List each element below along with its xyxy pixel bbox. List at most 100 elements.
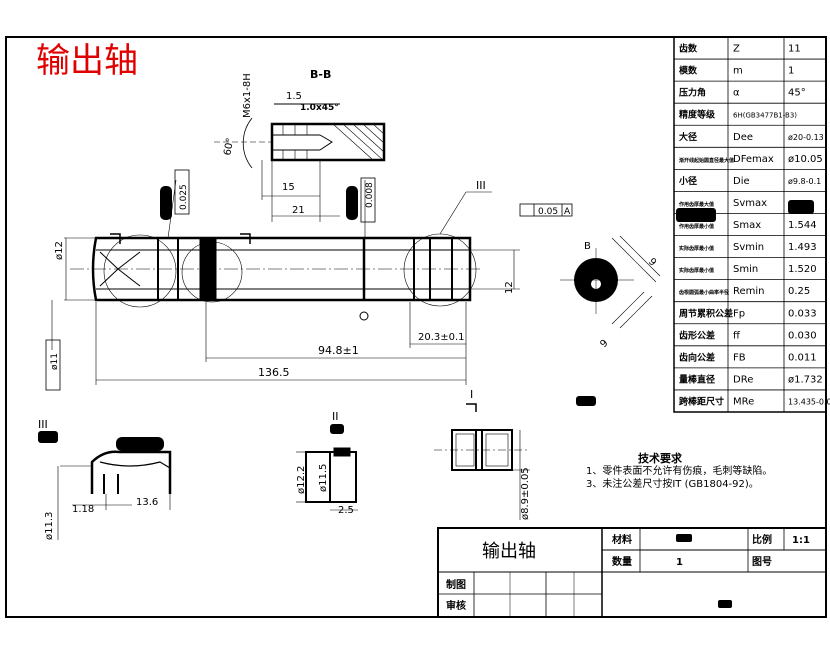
- param-value: ø20-0.13: [788, 133, 824, 142]
- section-b-view: B 9 9 0.05 A: [519, 203, 661, 350]
- param-value: 0.011: [788, 352, 817, 363]
- detail-III: III 13.6 1.18 ø11.3: [38, 418, 172, 540]
- param-name: 跨棒距尺寸: [679, 396, 724, 408]
- dim-94-8: 94.8±1: [318, 344, 359, 357]
- param-symbol: Z: [733, 44, 740, 55]
- param-symbol: DRe: [733, 374, 753, 385]
- dim-15: 15: [282, 182, 295, 193]
- param-name: 作用齿厚最大值: [679, 201, 714, 208]
- dim-12-2: ø12.2: [296, 466, 307, 494]
- param-name: 量棒直径: [679, 373, 715, 385]
- thread-label: M6x1-8H: [242, 73, 253, 118]
- param-name: 齿形公差: [679, 329, 715, 341]
- detail-II: II ø12.2 ø11.5 2.5: [296, 410, 358, 516]
- param-symbol: Die: [733, 176, 750, 187]
- param-value: 13.435-0.0: [788, 398, 830, 407]
- param-name: 作用齿厚最小值: [679, 223, 714, 230]
- dim-11-5: ø11.5: [318, 464, 329, 492]
- param-value: 1.493: [788, 242, 817, 253]
- notes-heading: 技术要求: [638, 451, 683, 465]
- redaction-marks: [38, 186, 814, 608]
- param-value: 11: [788, 44, 801, 55]
- param-symbol: MRe: [733, 397, 754, 408]
- param-name: 齿向公差: [679, 351, 715, 363]
- param-value: 1.544: [788, 220, 817, 231]
- dim-136-5: 136.5: [258, 366, 290, 379]
- dim-12-right: 12: [504, 281, 515, 294]
- dim-8-9: ø8.9±0.05: [520, 467, 531, 520]
- sheet-border: [5, 36, 827, 618]
- runout-tol: 0.025: [179, 184, 189, 210]
- param-name: 周节累积公差: [679, 307, 733, 319]
- param-name: 压力角: [679, 87, 706, 99]
- titleblock-qty-value: 1: [676, 557, 683, 568]
- dim-dia12: ø12: [54, 241, 65, 260]
- detail-II-label: II: [332, 410, 339, 423]
- detail-I: I ø8.9±0.05: [434, 388, 531, 520]
- detail-III-label: III: [38, 418, 48, 431]
- dim-20-3: 20.3±0.1: [418, 332, 465, 343]
- param-symbol: Svmin: [733, 242, 764, 253]
- section-b-label: B: [584, 241, 591, 252]
- titleblock-checker-label: 审核: [446, 599, 466, 612]
- drawing-title: 输出轴: [36, 41, 138, 81]
- param-symbol: Fp: [733, 308, 745, 319]
- param-name: 模数: [679, 65, 698, 77]
- param-symbol: FB: [733, 352, 746, 363]
- titleblock-drawno-label: 图号: [752, 556, 772, 568]
- param-name: 齿数: [679, 43, 698, 55]
- zone-III-label: III: [476, 179, 486, 192]
- dim-11-3: ø11.3: [44, 512, 55, 540]
- angle-60: 60°: [222, 137, 236, 156]
- param-value: 1: [788, 66, 794, 77]
- param-symbol: α: [733, 88, 740, 99]
- param-name: 小径: [678, 175, 697, 187]
- param-symbol: Smin: [733, 264, 758, 275]
- dim-1-5: 1.5: [286, 91, 302, 102]
- param-name: 实际齿厚最小值: [679, 267, 714, 274]
- titleblock-qty-label: 数量: [612, 555, 632, 568]
- param-symbol: Remin: [733, 286, 765, 297]
- dim-9-lower: 9: [598, 338, 610, 350]
- param-symbol: Dee: [733, 132, 753, 143]
- detail-I-label: I: [470, 388, 473, 401]
- dim-21: 21: [292, 205, 305, 216]
- dim-2-5: 2.5: [338, 505, 354, 516]
- titleblock-scale-label: 比例: [752, 533, 772, 546]
- param-value: 45°: [788, 88, 806, 99]
- round-dia: ø11: [50, 353, 60, 370]
- param-symbol: Svmax: [733, 198, 767, 209]
- technical-notes: 技术要求 1、零件表面不允许有伤痕，毛刺等缺陷。 3、未注公差尺寸按IT (GB…: [586, 451, 772, 490]
- titleblock-name: 输出轴: [482, 541, 536, 562]
- titleblock-drawer-label: 制图: [446, 578, 466, 591]
- param-symbol: Smax: [733, 220, 761, 231]
- param-name: 渐开线起始圆直径最大值: [679, 157, 734, 164]
- section-label: B-B: [310, 68, 331, 81]
- param-symbol: ff: [733, 330, 741, 341]
- titleblock-scale-value: 1:1: [792, 535, 810, 546]
- notes-line-1: 1、零件表面不允许有伤痕，毛刺等缺陷。: [586, 464, 772, 477]
- sym-ref: A: [564, 207, 571, 217]
- param-value: ø9.8-0.1: [788, 177, 821, 186]
- param-name: 大径: [679, 131, 697, 143]
- param-symbol: 6H(GB3477B1-B3): [733, 112, 797, 120]
- param-symbol: DFemax: [733, 154, 774, 165]
- perp-tol: 0.008: [365, 182, 375, 208]
- section-bb: B-B M6x1-8H 1.5 1.0x45° 60° 15 21: [214, 68, 386, 222]
- notes-line-2: 3、未注公差尺寸按IT (GB1804-92)。: [586, 477, 759, 490]
- param-value: 0.030: [788, 330, 817, 341]
- param-name: 实际齿厚最小值: [679, 245, 714, 252]
- shaft-main-view: ø12 136.5 94.8±1 20.3±0.1 12 III 0.025 0…: [45, 169, 520, 391]
- title-block: [437, 527, 827, 618]
- chamfer-label: 1.0x45°: [300, 103, 339, 113]
- param-value: 0.033: [788, 308, 817, 319]
- param-value: ø10.05: [788, 154, 823, 165]
- param-value: 1.520: [788, 264, 817, 275]
- param-value: ø1.732: [788, 374, 823, 385]
- param-symbol: m: [733, 66, 743, 77]
- dim-1-18: 1.18: [72, 504, 94, 515]
- dim-9-upper: 9: [646, 256, 658, 268]
- sym-tol: 0.05: [538, 207, 558, 217]
